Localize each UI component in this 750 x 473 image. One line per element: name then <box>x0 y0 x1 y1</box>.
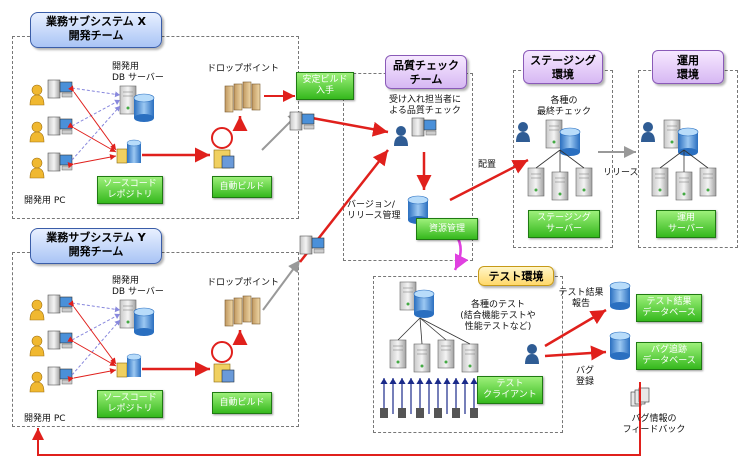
team-y-title: 業務サブシステム Y 開発チーム <box>30 228 162 264</box>
team-x-drop-point-text: ドロップポイント <box>207 64 280 74</box>
stable-build-label: 安定ビルド 入手 <box>296 72 354 100</box>
staging-note-text: 各種の 最終チェック <box>536 96 591 117</box>
test-report-text: テスト結果 報告 <box>558 288 604 309</box>
team-y-auto-build-label: 自動ビルド <box>212 392 272 414</box>
team-x-auto-build-label: 自動ビルド <box>212 176 272 198</box>
team-y-dev-pc-text: 開発用 PC <box>24 414 66 424</box>
team-y-source-repo-label: ソースコード レポジトリ <box>97 390 163 418</box>
team-x-persons <box>29 79 73 179</box>
qa-title: 品質チェック チーム <box>385 55 467 89</box>
resource-mgmt-label: 資源管理 <box>416 218 478 240</box>
bug-feedback-text: バグ情報の フィードバック <box>622 414 686 435</box>
qa-note-text: 受け入れ担当者に よる品質チェック <box>388 95 461 116</box>
team-y-drop-point-text: ドロップポイント <box>207 278 280 288</box>
team-x-dev-pc-text: 開発用 PC <box>24 196 66 206</box>
team-x-db-server-text: 開発用 DB サーバー <box>112 62 164 83</box>
test-env-title: テスト環境 <box>478 266 554 286</box>
version-release-text: バージョン/ リリース管理 <box>347 200 401 221</box>
team-x-source-repo-label: ソースコード レポジトリ <box>97 176 163 204</box>
team-x-title: 業務サブシステム X 開発チーム <box>30 12 162 48</box>
staging-server-label: ステージング サーバー <box>528 210 600 238</box>
team-y-db-server-text: 開発用 DB サーバー <box>112 276 164 297</box>
test-result-db-label: テスト結果 データベース <box>636 294 702 322</box>
production-title: 運用 環境 <box>652 50 724 84</box>
staging-title: ステージング 環境 <box>523 50 603 84</box>
release-text: リリース <box>603 168 639 178</box>
test-client-label: テスト クライアント <box>477 376 543 404</box>
bug-register-text: バグ 登録 <box>575 366 594 387</box>
production-server-label: 運用 サーバー <box>656 210 716 238</box>
test-env-note-text: 各種のテスト (結合機能テストや 性能テストなど) <box>460 300 536 332</box>
bug-db-label: バグ追跡 データベース <box>636 342 702 370</box>
deploy-text: 配置 <box>478 160 497 170</box>
